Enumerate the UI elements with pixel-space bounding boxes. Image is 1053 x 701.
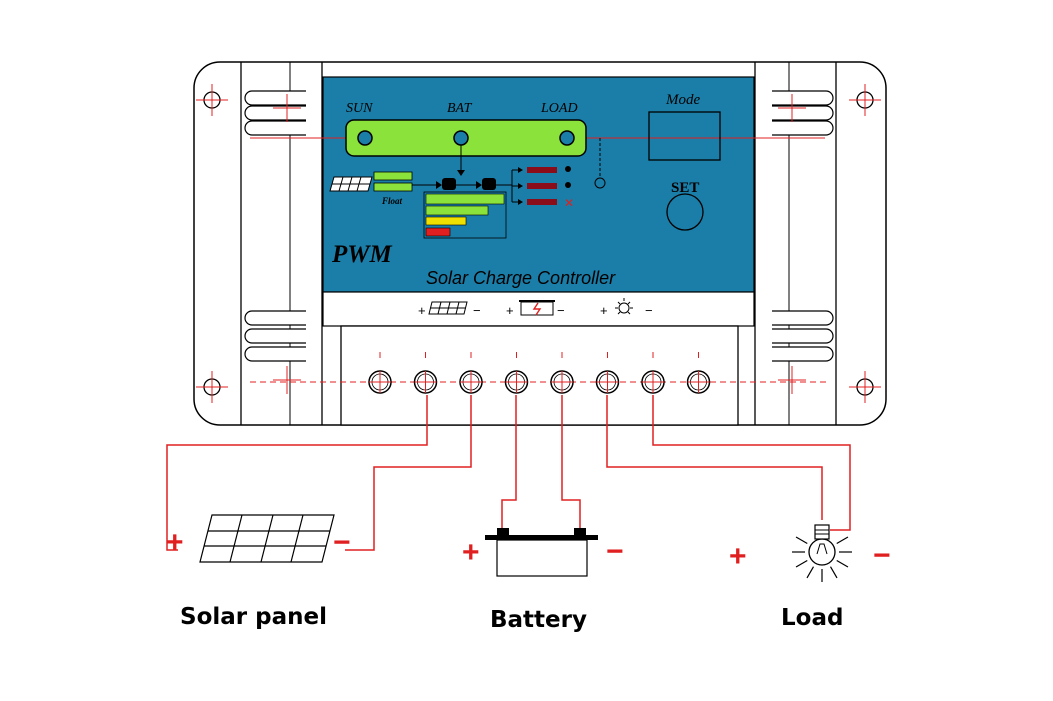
set-button[interactable]: SET [666, 180, 704, 231]
bulb-ray [795, 536, 808, 545]
right-fin [772, 328, 834, 344]
lamp-icon [615, 298, 633, 315]
bulb-ray [836, 536, 849, 545]
panel-schematic: Float ✕ [329, 138, 606, 239]
light-bulb-icon [792, 524, 852, 582]
mode-label: Mode [665, 92, 700, 108]
right-fin [772, 120, 834, 136]
sun-label: SUN [346, 101, 373, 116]
panel-lamp-on-icon [565, 166, 571, 172]
solar-panel-icon [199, 514, 335, 563]
product-name: Solar Charge Controller [426, 268, 616, 288]
battery-plus-sign: + [506, 303, 514, 318]
load-minus: − [873, 539, 891, 572]
mode-display: Mode [648, 92, 721, 161]
right-fin [772, 310, 834, 326]
panel-lamp-off-icon: ✕ [564, 196, 574, 210]
bulb-ray [795, 559, 808, 568]
solar-minus-sign: − [473, 303, 481, 318]
bulb-base [814, 524, 830, 540]
solar-plus: + [166, 526, 184, 559]
load-label: LOAD [540, 101, 578, 116]
set-label: SET [671, 180, 699, 196]
mounting-holes [196, 84, 881, 403]
right-fin [772, 90, 834, 106]
bulb-ray [829, 566, 838, 579]
load-caption: Load [781, 605, 844, 631]
solar-panel-icon [428, 301, 468, 315]
load-minus-sign: − [645, 303, 653, 318]
panel-lamp-blink-icon [565, 182, 571, 188]
bulb-ray [806, 566, 815, 579]
terminal-block [250, 325, 830, 426]
right-fin [772, 346, 834, 362]
load: + − [729, 524, 891, 582]
left-fin [244, 120, 306, 136]
battery-caption: Battery [490, 607, 587, 633]
left-fin [244, 328, 306, 344]
battery: + − [462, 528, 624, 577]
left-fin [244, 105, 306, 121]
panel-bulb-icon [594, 177, 606, 189]
load-plus-sign: + [600, 303, 608, 318]
battery-icon [485, 528, 598, 577]
bulb-filament [816, 543, 828, 555]
battery-icon [519, 300, 555, 316]
left-fin [244, 346, 306, 362]
battery-minus: − [606, 535, 624, 568]
left-fin [244, 90, 306, 106]
wiring [166, 395, 851, 551]
solar-panel-caption: Solar panel [180, 604, 327, 630]
battery-plus: + [462, 536, 480, 569]
bulb-glass [808, 538, 836, 566]
solar-panel: + − [166, 514, 351, 563]
sun-led [357, 130, 373, 146]
load-plus: + [729, 540, 747, 573]
battery-minus-sign: − [557, 303, 565, 318]
terminal-screws [368, 352, 711, 394]
bulb-ray [836, 559, 849, 568]
right-fin [772, 105, 834, 121]
panel-solar-icon [329, 176, 373, 192]
left-fin [244, 310, 306, 326]
terminal-label-band: + − + − + − [322, 291, 755, 327]
solar-minus: − [333, 526, 351, 559]
bat-label: BAT [447, 101, 473, 116]
pwm-label: PWM [331, 241, 393, 268]
heat-sink-fins [244, 90, 834, 362]
float-label: Float [381, 196, 403, 206]
led-indicator-strip: SUN BAT LOAD [345, 101, 587, 157]
load-led [559, 130, 575, 146]
solar-plus-sign: + [418, 303, 426, 318]
bat-led [453, 130, 469, 146]
